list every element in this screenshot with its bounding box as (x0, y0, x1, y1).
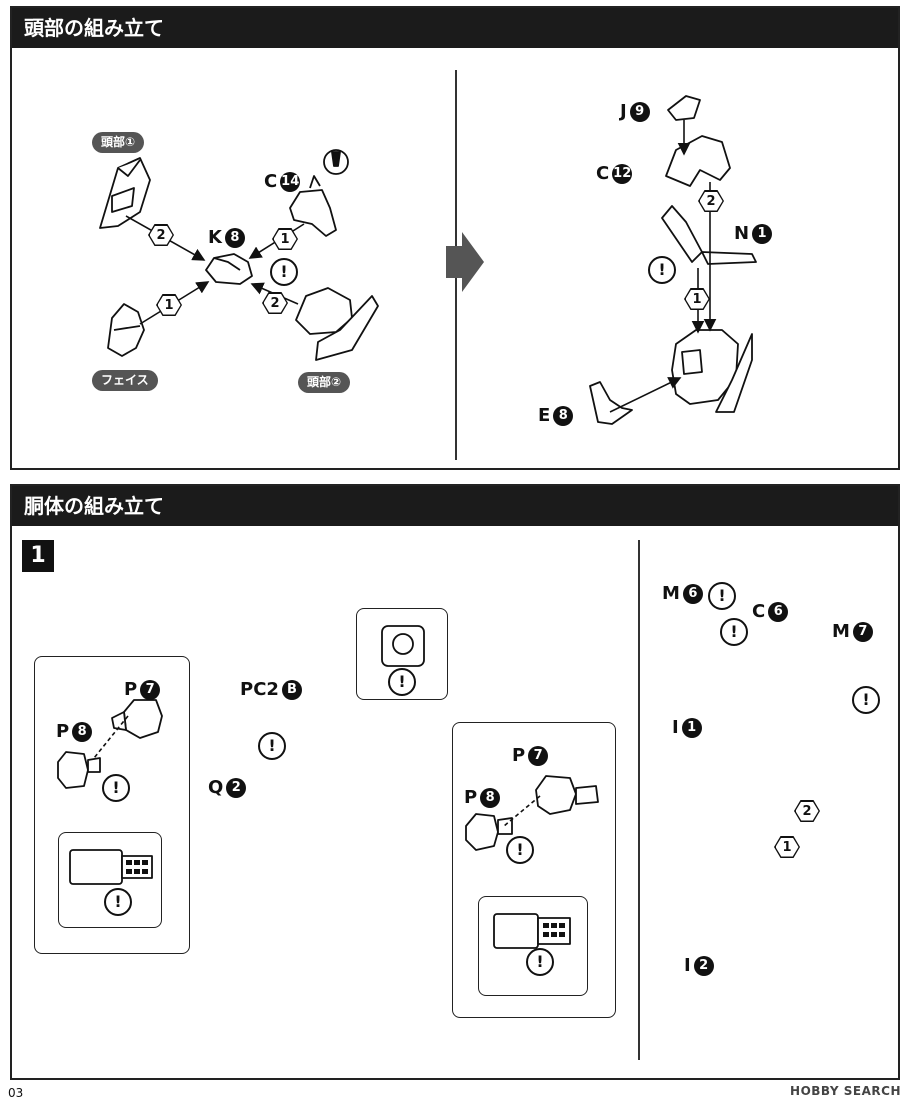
order-hex-1: 1 (156, 294, 182, 316)
order-hex-2: 2 (698, 190, 724, 212)
head-assembled (671, 329, 753, 413)
step-number: 1 (22, 540, 54, 572)
order-hex-2: 2 (794, 800, 820, 822)
warning-icon: ! (270, 258, 298, 286)
warning-icon: ! (852, 686, 880, 714)
face-part (107, 303, 145, 357)
head2-part (295, 287, 379, 361)
warning-icon: ! (708, 582, 736, 610)
c14-part (289, 149, 349, 237)
pill-head2: 頭部② (298, 372, 351, 393)
torso-section-title: 胴体の組み立て (12, 486, 898, 526)
k8-part (205, 253, 253, 285)
warning-icon: ! (648, 256, 676, 284)
head1-part (99, 157, 151, 229)
warning-icon: ! (104, 888, 132, 916)
order-hex-1: 1 (684, 288, 710, 310)
head-section-title: 頭部の組み立て (12, 8, 898, 48)
page-number: 03 (8, 1086, 24, 1100)
big-next-arrow (446, 232, 484, 292)
watermark-logo: HOBBY SEARCH (790, 1084, 901, 1098)
warning-icon: ! (102, 774, 130, 802)
e8-part (589, 381, 633, 425)
warning-icon: ! (258, 732, 286, 760)
n1-part (661, 205, 757, 265)
pill-face: フェイス (92, 370, 158, 391)
pill-head1: 頭部① (92, 132, 145, 153)
warning-icon: ! (526, 948, 554, 976)
j9-part (667, 95, 701, 121)
warning-icon: ! (720, 618, 748, 646)
torso-panel-divider (638, 540, 640, 1060)
warning-icon: ! (388, 668, 416, 696)
order-hex-2: 2 (262, 292, 288, 314)
order-hex-1: 1 (272, 228, 298, 250)
order-hex-2: 2 (148, 224, 174, 246)
warning-icon: ! (506, 836, 534, 864)
order-hex-1: 1 (774, 836, 800, 858)
